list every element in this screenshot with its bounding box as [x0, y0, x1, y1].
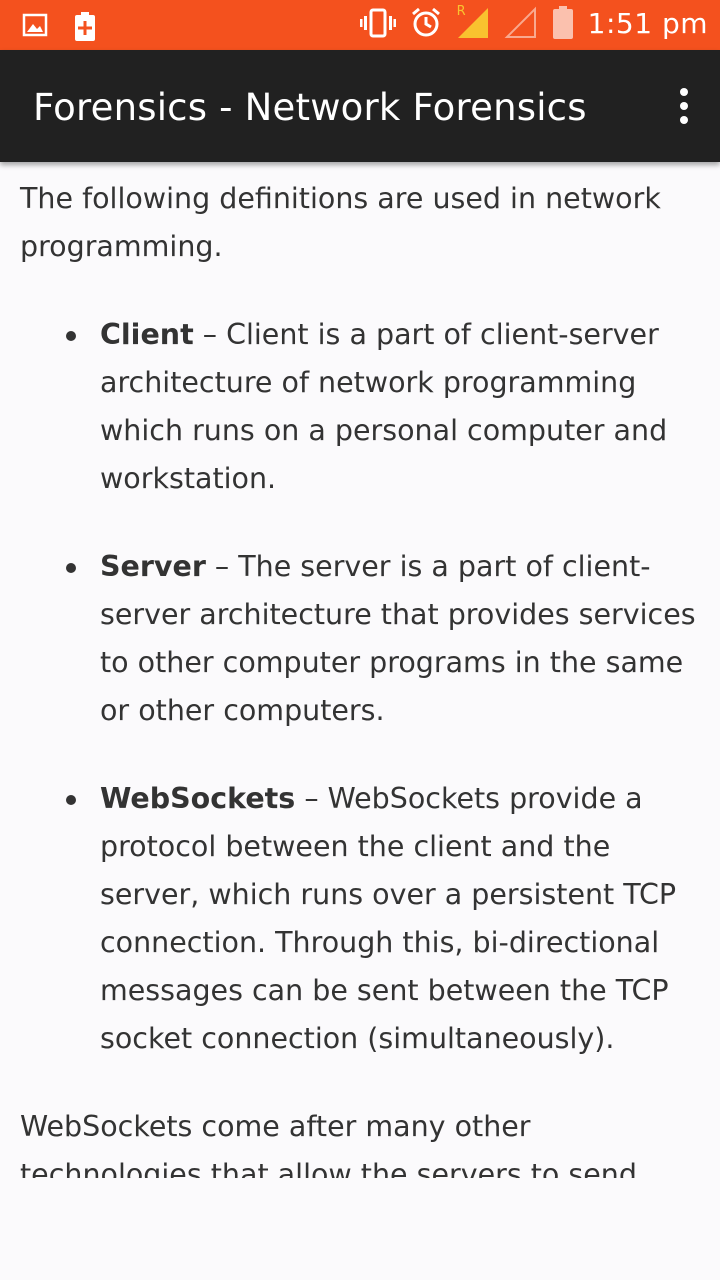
vibrate-icon: [359, 8, 396, 38]
definition-list: Client – Client is a part of client-serv…: [66, 311, 700, 1103]
term-client: Client: [100, 318, 194, 351]
term-server: Server: [100, 550, 206, 583]
outro-paragraph: WebSockets come after many other technol…: [20, 1110, 637, 1178]
roaming-label: R: [456, 4, 466, 19]
signal-icon: R: [456, 4, 490, 40]
image-icon: [22, 13, 48, 37]
signal-empty-icon: [504, 6, 536, 38]
intro-paragraph: The following definitions are used in ne…: [20, 182, 661, 263]
status-bar: R 1:51 pm: [0, 0, 720, 50]
menu-dot: [680, 102, 688, 110]
term-websockets: WebSockets: [100, 782, 296, 815]
page-title: Forensics - Network Forensics: [33, 86, 587, 129]
list-item: Client – Client is a part of client-serv…: [66, 311, 700, 503]
app-bar: Forensics - Network Forensics: [0, 50, 720, 162]
definition-text: – The server is a part of client-server …: [100, 550, 696, 727]
menu-dot: [680, 116, 688, 124]
status-left-icons: [22, 12, 96, 42]
definition-text: – WebSockets provide a protocol between …: [100, 782, 677, 1055]
article-content[interactable]: The following definitions are used in ne…: [0, 162, 720, 1178]
status-right-icons: R 1:51 pm: [359, 4, 708, 40]
battery-icon: [552, 6, 573, 39]
menu-dot: [680, 88, 688, 96]
definition-text: – Client is a part of client-server arch…: [100, 318, 668, 495]
list-item: Server – The server is a part of client-…: [66, 543, 700, 735]
alarm-icon: [411, 7, 440, 37]
more-vert-icon[interactable]: [678, 88, 690, 124]
list-item: WebSockets – WebSockets provide a protoc…: [66, 775, 700, 1063]
battery-saver-icon: [75, 12, 95, 41]
bottom-blank-area: [0, 1178, 720, 1280]
status-time: 1:51 pm: [587, 6, 708, 40]
